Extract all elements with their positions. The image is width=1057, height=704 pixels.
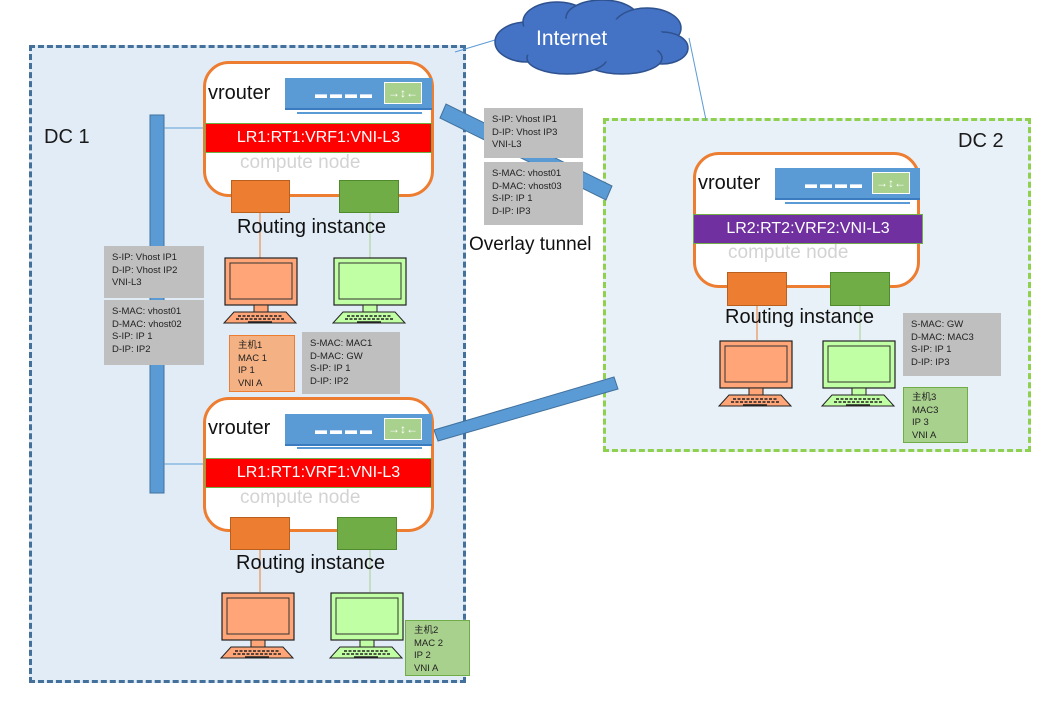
host-name: 主机2 [414,625,439,636]
header-line: S-IP: Vhost IP1 [492,114,557,125]
host3-info: 主机3 MAC3 IP 3 VNI A [903,387,968,443]
underlay-outer-header: S-IP: Vhost IP1 D-IP: Vhost IP2 VNI-L3 [104,246,204,298]
routing-instance-green[interactable] [830,272,890,306]
header-line: S-MAC: MAC1 [310,338,373,349]
header-line: D-IP: IP3 [911,356,950,368]
header-line: D-IP: IP2 [112,343,151,355]
header-line: D-MAC: MAC3 [911,331,974,343]
internet-label: Internet [536,27,608,50]
host-mac: MAC 1 [238,352,268,364]
host-vni: VNI A [238,377,263,389]
compute-node-label: compute node [728,242,849,263]
host-ip: IP 3 [912,417,929,428]
vrouter-switch-icon: ▬▬▬▬ →↕← [285,78,432,110]
host1-computer-icon[interactable] [220,255,300,325]
routing-instance-green[interactable] [337,517,397,550]
switch-ports-icon: ▬▬▬▬ [805,177,865,191]
overlay-tunnel-bottom [433,376,619,442]
header-line: D-IP: Vhost IP2 [112,264,178,276]
internet-link-dc2 [688,37,707,121]
computer-icon[interactable] [329,255,409,325]
compute-node-label: compute node [240,152,361,173]
vrf-bar[interactable]: LR1:RT1:VRF1:VNI-L3 [205,123,432,153]
tunnel-inner-header: S-MAC: vhost01 D-MAC: vhost03 S-IP: IP 1… [484,162,583,225]
vrouter-switch-icon: ▬▬▬▬ →↕← [285,414,432,446]
underlay-inner-header: S-MAC: vhost01 D-MAC: vhost02 S-IP: IP 1… [104,300,204,365]
host-vni: VNI A [414,662,439,674]
host2-computer-icon[interactable] [326,590,406,660]
compute-node-label: compute node [240,487,361,508]
tunnel-outer-header: S-IP: Vhost IP1 D-IP: Vhost IP3 VNI-L3 [484,108,583,158]
switch-base [297,112,422,114]
vrouter-label: vrouter [698,172,761,194]
host2-info: 主机2 MAC 2 IP 2 VNI A [405,620,470,676]
host-name: 主机1 [238,340,263,351]
host1-info: 主机1 MAC 1 IP 1 VNI A [229,335,295,392]
header-line: S-IP: IP 1 [310,363,351,374]
host1-packet-header: S-MAC: MAC1 D-MAC: GW S-IP: IP 1 D-IP: I… [302,332,400,394]
router-arrows-icon: →↕← [384,418,422,440]
switch-ports-icon: ▬▬▬▬ [315,87,375,101]
header-line: VNI-L3 [492,139,522,150]
header-line: D-MAC: vhost03 [492,180,562,192]
header-line: D-MAC: vhost02 [112,318,182,330]
header-line: S-IP: IP 1 [911,344,952,355]
overlay-tunnel-label: Overlay tunnel [469,234,592,255]
header-line: S-MAC: vhost01 [492,168,562,179]
routing-instance-label: Routing instance [236,552,385,574]
header-line: S-MAC: GW [911,319,964,330]
host3-packet-header: S-MAC: GW D-MAC: MAC3 S-IP: IP 1 D-IP: I… [903,313,1001,376]
vrf-bar[interactable]: LR2:RT2:VRF2:VNI-L3 [693,214,923,244]
dc1-label: DC 1 [44,126,90,148]
host-mac: MAC3 [912,404,939,416]
vrouter-switch-icon: ▬▬▬▬ →↕← [775,168,920,200]
switch-base [297,447,422,449]
host3-computer-icon[interactable] [818,338,898,408]
header-line: S-IP: IP 1 [492,193,533,204]
computer-icon[interactable] [715,338,795,408]
host-name: 主机3 [912,392,937,403]
routing-instance-green[interactable] [339,180,399,213]
host-ip: IP 1 [238,365,255,376]
routing-instance-orange[interactable] [727,272,787,306]
router-arrows-icon: →↕← [872,172,910,194]
header-line: S-MAC: vhost01 [112,306,182,317]
vrouter-label: vrouter [208,82,271,104]
header-line: S-IP: Vhost IP1 [112,252,177,263]
routing-instance-label: Routing instance [237,216,386,238]
header-line: D-IP: IP3 [492,205,531,217]
routing-instance-orange[interactable] [230,517,290,550]
host-vni: VNI A [912,429,937,441]
internet-link-dc1 [454,39,496,53]
routing-instance-orange[interactable] [231,180,290,213]
header-line: S-IP: IP 1 [112,331,153,342]
switch-ports-icon: ▬▬▬▬ [315,423,375,437]
header-line: D-MAC: GW [310,350,363,362]
routing-instance-label: Routing instance [725,306,874,328]
internet-cloud-icon [494,0,689,75]
switch-base [785,202,910,204]
vrouter-label: vrouter [208,417,271,439]
header-line: VNI-L3 [112,277,142,288]
header-line: D-IP: Vhost IP3 [492,126,558,138]
host-ip: IP 2 [414,650,431,661]
router-arrows-icon: →↕← [384,82,422,104]
header-line: D-IP: IP2 [310,375,349,387]
dc2-label: DC 2 [958,130,1004,152]
computer-icon[interactable] [217,590,297,660]
vrf-bar[interactable]: LR1:RT1:VRF1:VNI-L3 [205,458,432,488]
host-mac: MAC 2 [414,637,444,649]
